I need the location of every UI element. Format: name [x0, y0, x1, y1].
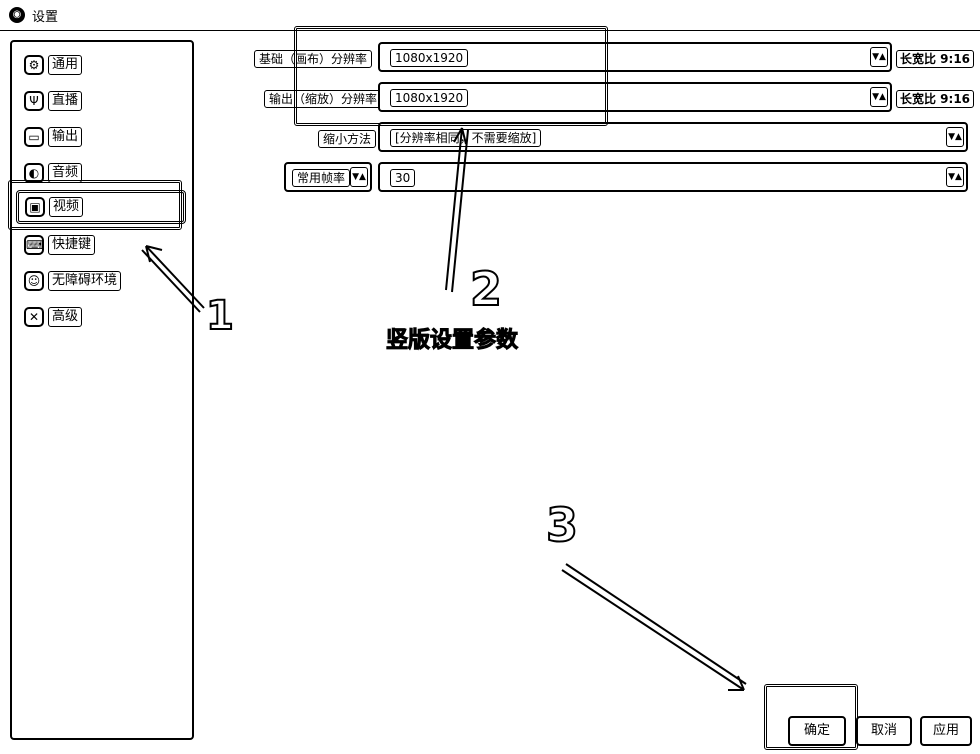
- downscale-filter-label: 缩小方法: [318, 130, 377, 148]
- sidebar-item-stream[interactable]: Ψ 直播: [24, 88, 83, 114]
- fps-value: 30: [390, 169, 416, 187]
- window-title: 设置: [32, 10, 59, 25]
- annotation-number-2: 2: [469, 262, 503, 316]
- output-icon: ▭: [24, 127, 44, 147]
- fps-type-value: 常用帧率: [292, 169, 351, 187]
- ok-button[interactable]: 确定: [788, 716, 846, 746]
- cancel-button[interactable]: 取消: [856, 716, 912, 746]
- video-icon: ▣: [25, 197, 45, 217]
- sidebar-item-label: 视频: [49, 197, 84, 217]
- sidebar-item-label: 通用: [48, 55, 83, 75]
- fps-type-select[interactable]: 常用帧率 ▼▲: [284, 162, 372, 192]
- annotation-number-3: 3: [545, 498, 579, 552]
- output-aspect-ratio: 长宽比 9:16: [896, 90, 975, 108]
- output-resolution-combobox[interactable]: 1080x1920 ▼▲: [378, 82, 892, 112]
- arrow-2: [445, 127, 467, 291]
- sidebar-item-accessibility[interactable]: ☺ 无障碍环境: [24, 268, 122, 294]
- base-resolution-value: 1080x1920: [390, 49, 469, 67]
- annotation-number-1: 1: [205, 293, 235, 339]
- downscale-filter-select[interactable]: [分辨率相同，不需要缩放] ▼▲: [378, 122, 968, 152]
- chevron-down-icon[interactable]: ▼▲: [870, 87, 888, 107]
- accessibility-icon: ☺: [24, 271, 44, 291]
- antenna-icon: Ψ: [24, 91, 44, 111]
- arrow-1: [145, 245, 205, 309]
- gear-icon: ⚙: [24, 55, 44, 75]
- video-tab-highlight-box: [8, 180, 182, 230]
- sidebar-item-hotkeys[interactable]: ⌨ 快捷键: [24, 232, 96, 258]
- base-aspect-ratio: 长宽比 9:16: [896, 50, 975, 68]
- app-logo-icon: ◉: [9, 7, 25, 23]
- chevron-down-icon[interactable]: ▼▲: [946, 167, 964, 187]
- apply-button[interactable]: 应用: [920, 716, 972, 746]
- settings-sidebar: ⚙ 通用 Ψ 直播 ▭ 输出 ◐ 音频 ▣ 视频 ⌨ 快捷键 ☺ 无障碍环境 ✕…: [10, 40, 194, 740]
- sidebar-item-advanced[interactable]: ✕ 高级: [24, 304, 83, 330]
- fps-value-select[interactable]: 30 ▼▲: [378, 162, 968, 192]
- output-resolution-value: 1080x1920: [390, 89, 469, 107]
- sidebar-item-label: 输出: [48, 127, 83, 147]
- chevron-down-icon[interactable]: ▼▲: [870, 47, 888, 67]
- sidebar-item-output[interactable]: ▭ 输出: [24, 124, 83, 150]
- sidebar-item-label: 直播: [48, 91, 83, 111]
- sidebar-item-label: 高级: [48, 307, 83, 327]
- tools-icon: ✕: [24, 307, 44, 327]
- title-bar: ◉ 设置: [0, 0, 980, 31]
- annotation-text-2: 竖版设置参数: [385, 328, 519, 354]
- arrow-3: [561, 569, 745, 691]
- chevron-down-icon[interactable]: ▼▲: [946, 127, 964, 147]
- base-resolution-combobox[interactable]: 1080x1920 ▼▲: [378, 42, 892, 72]
- chevron-down-icon[interactable]: ▼▲: [350, 167, 368, 187]
- sidebar-item-label: 无障碍环境: [48, 271, 122, 291]
- base-resolution-label: 基础（画布）分辨率: [254, 50, 373, 68]
- sidebar-item-label: 快捷键: [48, 235, 96, 255]
- sidebar-item-video[interactable]: ▣ 视频: [16, 190, 186, 224]
- keyboard-icon: ⌨: [24, 235, 44, 255]
- sidebar-item-general[interactable]: ⚙ 通用: [24, 52, 83, 78]
- resolution-highlight-box: [294, 26, 608, 126]
